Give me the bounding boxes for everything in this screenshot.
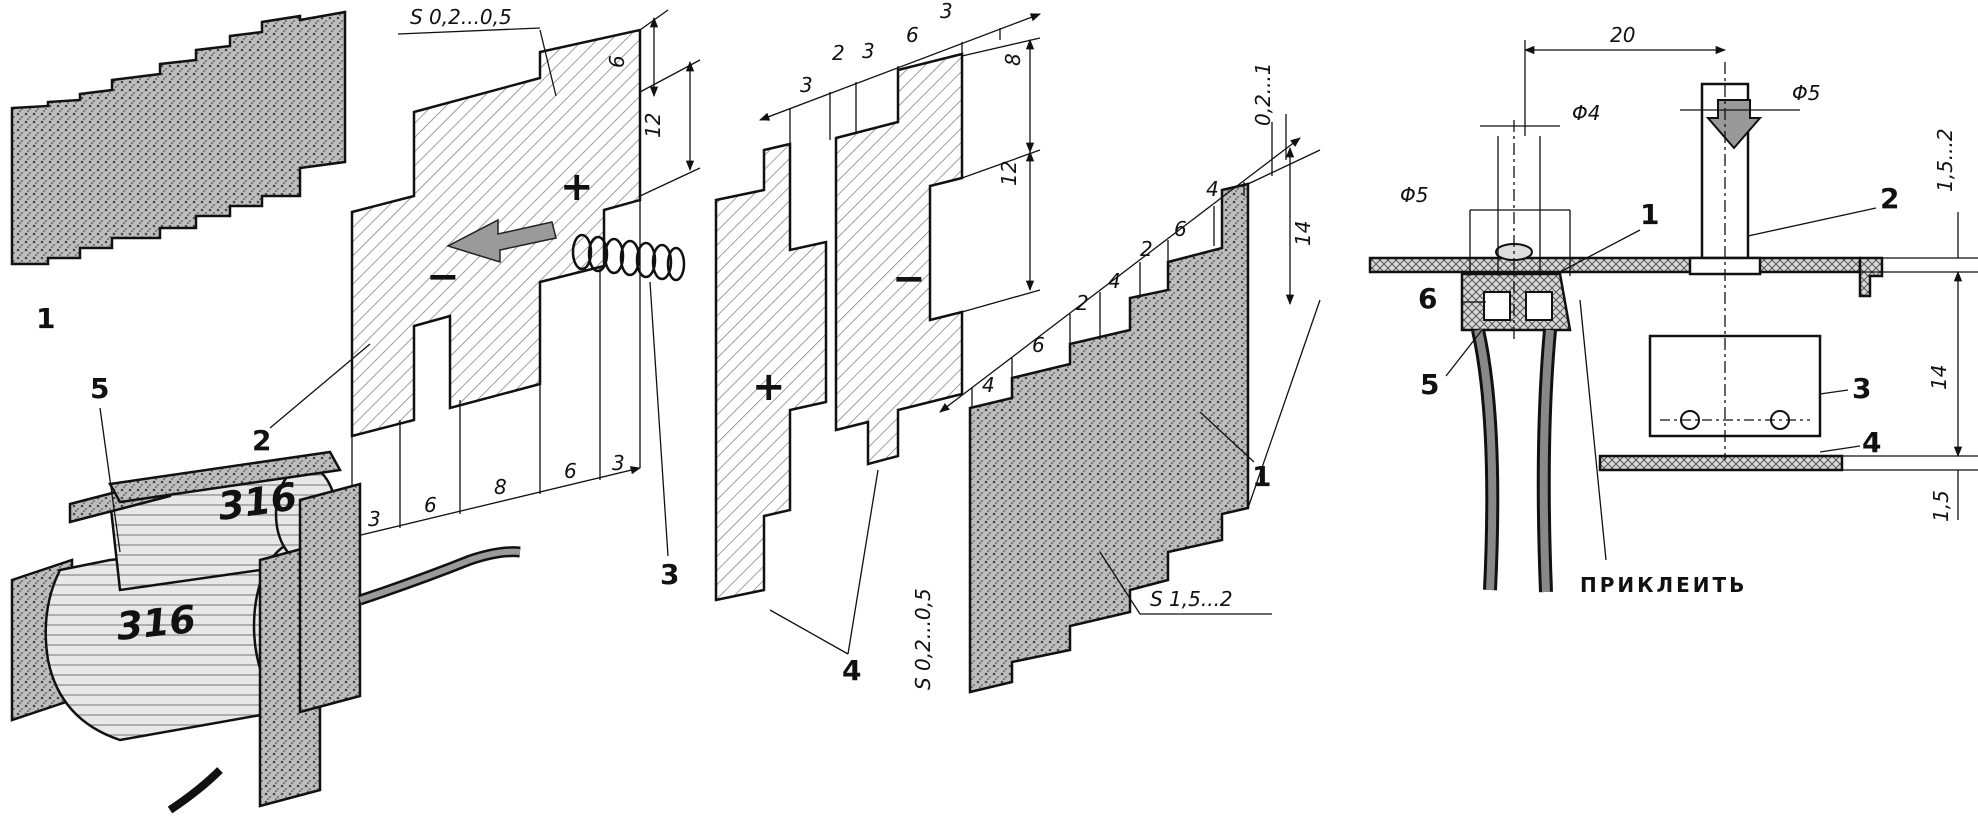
section-phi5-right: Φ5 xyxy=(1792,81,1820,105)
dim-plate2-middle: 12 xyxy=(641,113,665,138)
dim-plate2-b3: 8 xyxy=(494,475,507,499)
dim-plate4-d2: 2 xyxy=(832,41,845,65)
section-label-2: 2 xyxy=(1880,182,1899,215)
insertion-arrow xyxy=(446,218,557,264)
contact-plates-part-4: + − xyxy=(714,52,964,602)
relay-coil-assembly-part-5: 316 316 xyxy=(10,450,521,814)
dim-plate4-d7: 12 xyxy=(997,161,1021,186)
label-part-1-left: 1 xyxy=(36,302,55,335)
plus-sign-small: + xyxy=(752,364,786,410)
base-1-dimensions: 4 6 2 4 2 6 4 14 0,2...1 xyxy=(939,62,1321,509)
section-label-1: 1 xyxy=(1640,198,1659,231)
contact-plate-part-2: + − xyxy=(350,28,642,438)
section-label-3: 3 xyxy=(1852,372,1871,405)
label-part-2: 2 xyxy=(252,424,271,457)
dim-plate4-d1: 3 xyxy=(800,73,813,97)
dim-base1-d3: 2 xyxy=(1076,291,1089,315)
dim-plate2-b5: 3 xyxy=(612,451,625,475)
dim-base1-d5: 2 xyxy=(1140,237,1153,261)
dim-base1-d4: 4 xyxy=(1108,269,1121,293)
dim-plate4-d3: 3 xyxy=(862,39,875,63)
dim-plate4-d5: 3 xyxy=(940,0,953,23)
dim-base1-d6: 6 xyxy=(1174,217,1187,241)
section-phi4: Φ4 xyxy=(1572,101,1600,125)
thickness-note-plate-2: S 0,2...0,5 xyxy=(410,5,512,29)
dim-base1-d1: 4 xyxy=(982,373,995,397)
dim-base1-gap: 0,2...1 xyxy=(1251,62,1275,126)
insulating-base-part-1-right xyxy=(968,182,1250,694)
dim-plate2-b1: 3 xyxy=(368,507,381,531)
dim-plate2-b2: 6 xyxy=(424,493,437,517)
dim-plate2-top: 6 xyxy=(605,55,629,68)
coil-marking-back: 316 xyxy=(215,474,300,529)
dim-base1-height: 14 xyxy=(1291,221,1315,246)
insulating-base-part-1-top-left xyxy=(10,10,347,266)
label-part-4: 4 xyxy=(842,654,861,687)
thickness-note-base-1: S 1,5...2 xyxy=(1150,587,1233,611)
assembly-section-view xyxy=(1368,40,1978,593)
minus-sign-small: − xyxy=(892,256,926,302)
thickness-note-plate-4: S 0,2...0,5 xyxy=(911,588,935,690)
dim-plate4-d6: 8 xyxy=(1001,53,1025,66)
plate-2-dimensions: 6 12 3 6 8 6 3 xyxy=(338,9,701,542)
spring-part-3 xyxy=(571,233,686,282)
section-phi5-left: Φ5 xyxy=(1400,183,1428,207)
label-part-5: 5 xyxy=(90,372,109,405)
coil-marking-front: 316 xyxy=(114,597,197,649)
section-dim-14: 14 xyxy=(1927,365,1951,390)
section-label-6: 6 xyxy=(1418,282,1437,315)
plus-sign-large: + xyxy=(560,164,594,210)
minus-sign-large: − xyxy=(426,254,460,300)
dim-plate4-d4: 6 xyxy=(906,23,919,47)
label-part-3: 3 xyxy=(660,558,679,591)
section-dim-bottom-right: 1,5 xyxy=(1929,490,1953,522)
section-label-4: 4 xyxy=(1862,426,1881,459)
dim-plate2-b4: 6 xyxy=(564,459,577,483)
dim-base1-d7: 4 xyxy=(1206,177,1219,201)
glue-caption: ПРИКЛЕИТЬ xyxy=(1580,573,1747,597)
section-dim-top-right: 1,5...2 xyxy=(1933,128,1957,192)
label-part-1-right: 1 xyxy=(1252,460,1271,493)
dim-base1-d2: 6 xyxy=(1032,333,1045,357)
section-label-5: 5 xyxy=(1420,368,1439,401)
section-dim-20: 20 xyxy=(1610,23,1635,47)
